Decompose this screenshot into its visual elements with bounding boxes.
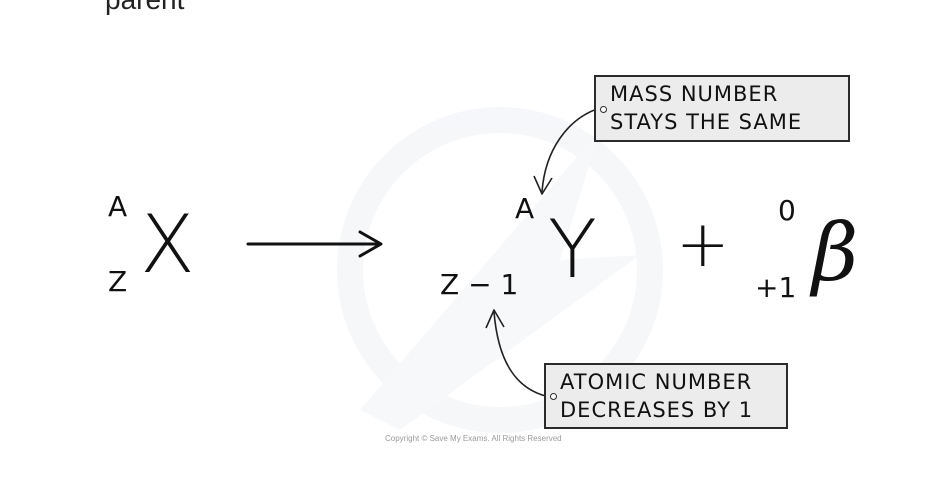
daughter-mass-number: A <box>515 192 535 225</box>
tag-hole-icon <box>550 393 557 400</box>
mass-tag-line-1: MASS NUMBER <box>610 82 779 106</box>
parent-symbol: X <box>140 198 195 291</box>
watermark-logo <box>337 107 663 433</box>
mass-pointer-arrow <box>533 107 601 195</box>
beta-atomic-number: +1 <box>755 271 797 304</box>
parent-atomic-number: Z <box>108 265 128 298</box>
beta-symbol: β <box>812 206 859 299</box>
daughter-atomic-number: Z − 1 <box>440 268 519 301</box>
atomic-number-tag: ATOMIC NUMBER DECREASES BY 1 <box>544 363 788 429</box>
parent-mass-number: A <box>108 190 128 223</box>
atomic-tag-line-1: ATOMIC NUMBER <box>560 370 753 394</box>
mass-tag-line-2: STAYS THE SAME <box>610 110 803 134</box>
copyright-notice: Copyright © Save My Exams. All Rights Re… <box>385 434 562 443</box>
beta-mass-number: 0 <box>778 194 796 227</box>
partial-heading: parent <box>105 0 184 16</box>
atomic-pointer-arrow <box>485 309 551 398</box>
reaction-arrow <box>246 230 383 258</box>
tag-hole-icon <box>600 106 607 113</box>
plus-sign: + <box>676 208 730 282</box>
daughter-symbol: Y <box>548 203 597 296</box>
atomic-tag-line-2: DECREASES BY 1 <box>560 398 754 422</box>
mass-number-tag: MASS NUMBER STAYS THE SAME <box>594 75 850 142</box>
